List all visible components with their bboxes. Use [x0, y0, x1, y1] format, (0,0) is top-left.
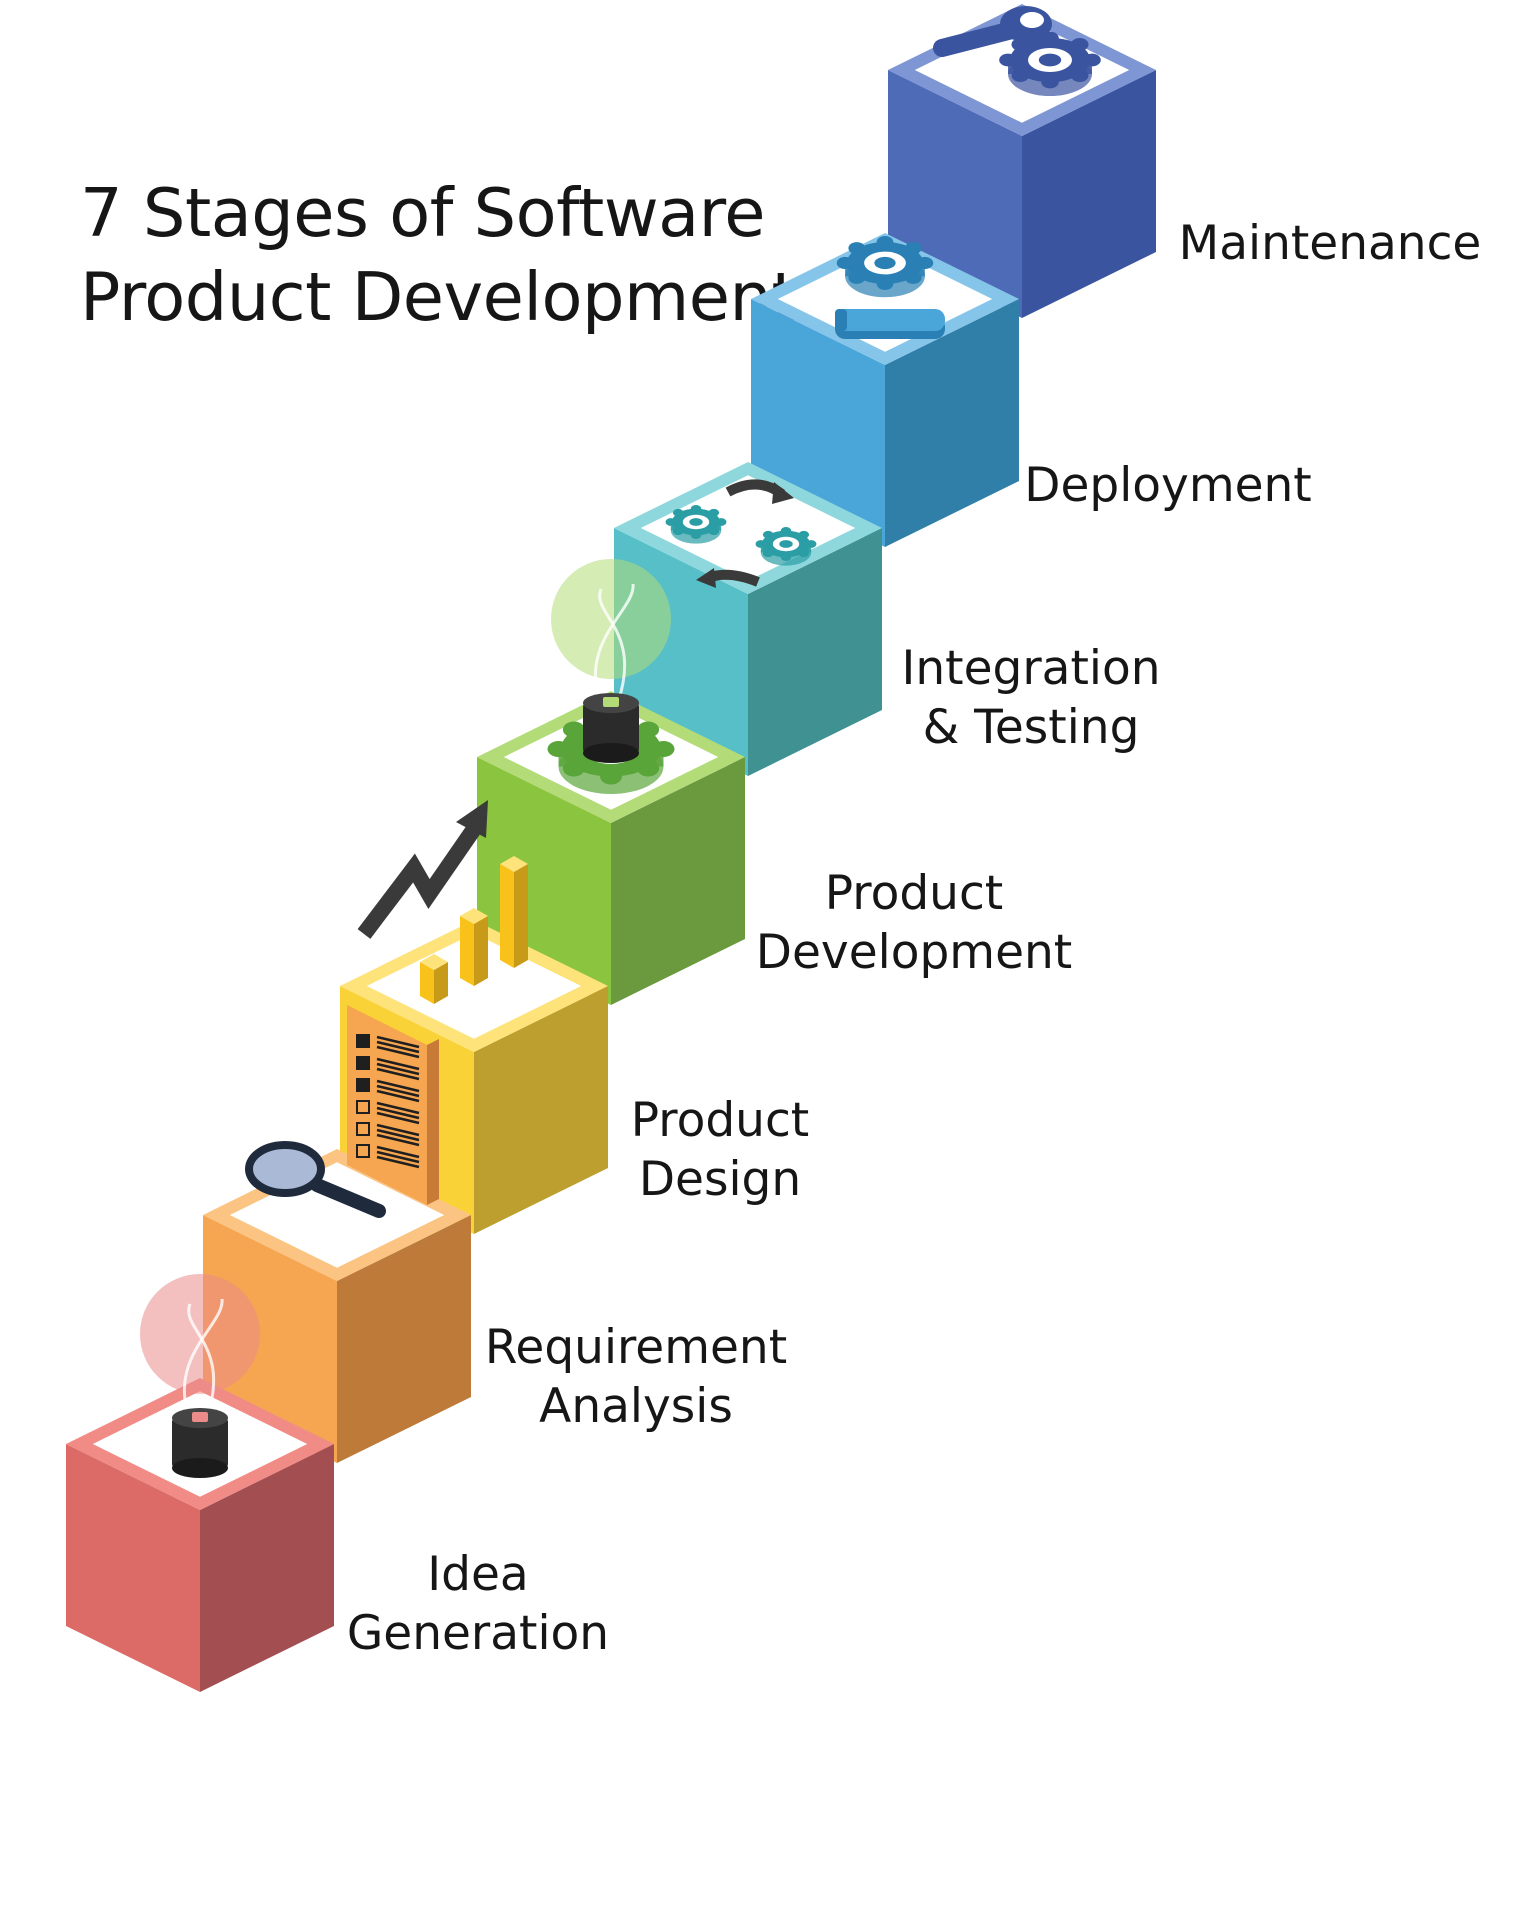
lightbulb-icon: [140, 1274, 260, 1478]
lightbulb-icon: [551, 559, 671, 763]
stage-cube: [203, 1005, 471, 1463]
cube-top-face: [229, 1162, 445, 1268]
cube-right-face: [748, 528, 882, 776]
stage-cube: [66, 1274, 334, 1692]
cube-right-face: [474, 986, 608, 1234]
cube-right-face: [885, 299, 1019, 547]
stage-label-line2: Generation: [346, 1606, 610, 1661]
magnifier-icon: [245, 1141, 386, 1218]
stage-label-line1: Product: [630, 1093, 810, 1148]
stage-label-line1: Product: [824, 866, 1004, 921]
stage-label-product-design: Product Design: [520, 1091, 920, 1209]
gear-icon: [665, 504, 727, 544]
gear-icon: [755, 526, 817, 566]
stage-label-line2: Deployment: [1024, 458, 1312, 513]
cube-right-face: [200, 1444, 334, 1692]
stage-label-deployment: Deployment: [968, 456, 1368, 515]
title-line-1: 7 Stages of Software: [80, 173, 765, 252]
stage-cube: [614, 462, 882, 776]
growth-arrow-icon: [357, 800, 488, 939]
stage-label-integration-testing: Integration & Testing: [831, 639, 1231, 757]
stage-label-line2: Development: [755, 925, 1073, 980]
progress-bar-icon: [835, 309, 945, 339]
stage-cube: [751, 233, 1019, 547]
cube-right-face: [1022, 70, 1156, 318]
gear-icon: [999, 31, 1101, 96]
bar-chart-icon: [420, 856, 528, 1004]
stage-label-line1: Idea: [427, 1547, 529, 1602]
stage-label-line2: Maintenance: [1178, 216, 1482, 271]
gear-icon: [836, 236, 934, 298]
stage-label-line2: Design: [638, 1152, 802, 1207]
cube-right-face: [611, 757, 745, 1005]
checklist-icon: [347, 1005, 439, 1205]
cube-left-face: [66, 1444, 200, 1692]
page-title: 7 Stages of Software Product Development: [80, 171, 840, 339]
stage-label-product-development: Product Development: [714, 864, 1114, 982]
stage-label-line1: Requirement: [484, 1320, 788, 1375]
stage-label-idea-generation: Idea Generation: [278, 1545, 678, 1663]
stage-cube: [888, 4, 1156, 318]
cycle-arrows-icon: [696, 479, 794, 588]
title-line-2: Product Development: [80, 257, 798, 336]
cube-right-face: [337, 1215, 471, 1463]
stage-label-maintenance: Maintenance: [1130, 214, 1530, 273]
stage-label-line2: & Testing: [922, 700, 1140, 755]
stage-label-line2: Analysis: [539, 1379, 733, 1434]
stage-label-requirement-analysis: Requirement Analysis: [436, 1318, 836, 1436]
cube-top-face: [640, 475, 856, 581]
stage-label-line1: Integration: [901, 641, 1161, 696]
wrench-icon: [933, 6, 1052, 57]
